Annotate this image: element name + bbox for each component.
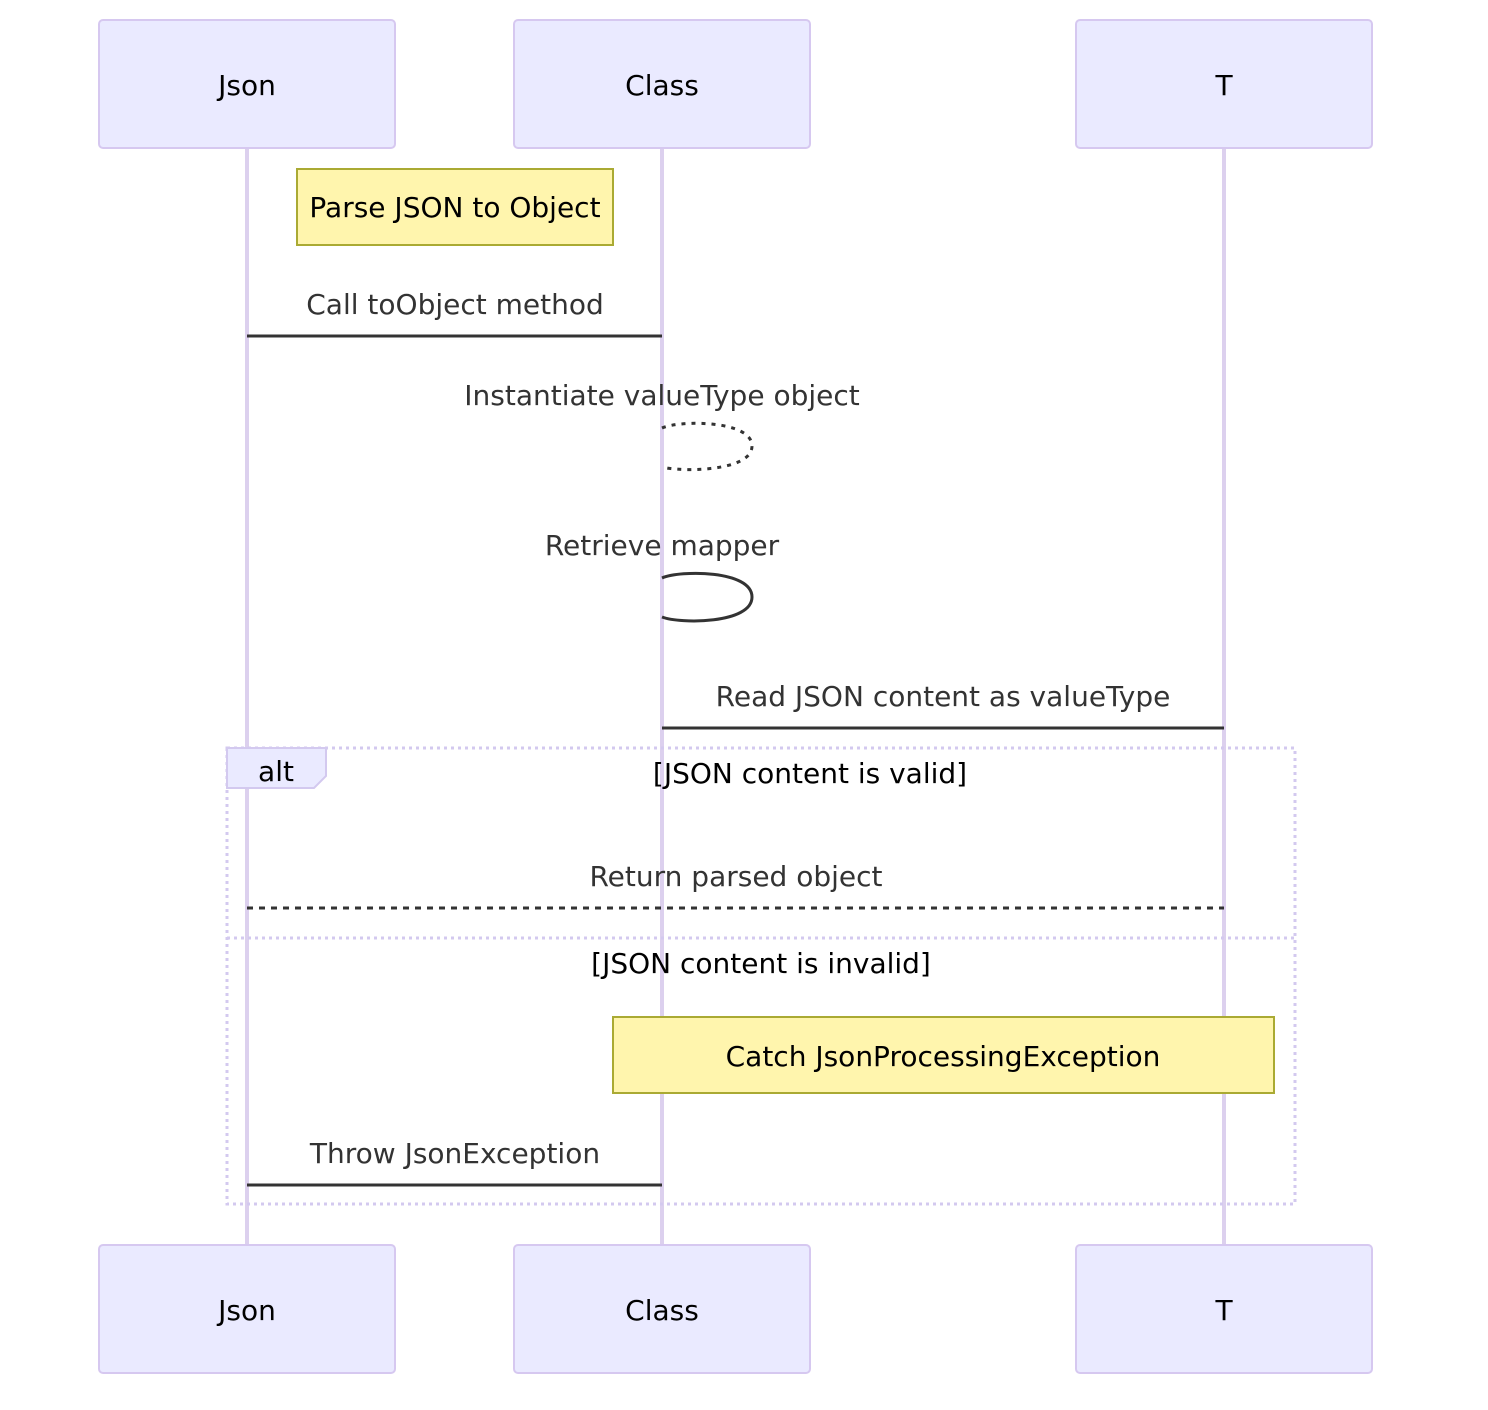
message-throw-exception: Throw JsonException	[247, 1137, 662, 1187]
alt-frame-tab	[226, 747, 327, 789]
actor-class-top: Class	[513, 19, 811, 149]
actor-t-top: T	[1075, 19, 1373, 149]
actor-class-bottom-label: Class	[625, 1294, 699, 1327]
actor-class-top-label: Class	[625, 69, 699, 102]
message-retrieve-mapper: Retrieve mapper	[545, 529, 780, 623]
message-call-to-object: Call toObject method	[247, 288, 662, 338]
actor-t-bottom: T	[1075, 1244, 1373, 1374]
message-instantiate-loop	[661, 421, 754, 472]
actor-class-bottom: Class	[513, 1244, 811, 1374]
actor-json-bottom: Json	[98, 1244, 396, 1374]
message-throw-exception-label: Throw JsonException	[309, 1137, 600, 1170]
actor-t-bottom-label: T	[1214, 1294, 1233, 1327]
note-parse-json-text: Parse JSON to Object	[309, 191, 600, 224]
message-read-json-label: Read JSON content as valueType	[716, 680, 1171, 713]
message-return-parsed-label: Return parsed object	[589, 860, 882, 893]
actor-json-bottom-label: Json	[216, 1294, 276, 1327]
alt-frame-label: alt	[258, 755, 294, 788]
message-instantiate-label: Instantiate valueType object	[464, 379, 859, 412]
actor-json-top-label: Json	[216, 69, 276, 102]
message-call-to-object-label: Call toObject method	[306, 288, 604, 321]
message-return-parsed: Return parsed object	[247, 860, 1224, 910]
alt-frame: alt [JSON content is valid] [JSON conten…	[225, 746, 1297, 1206]
message-retrieve-mapper-label: Retrieve mapper	[545, 529, 780, 562]
message-retrieve-mapper-loop	[661, 571, 754, 623]
alt-condition-valid: [JSON content is valid]	[653, 757, 967, 790]
note-parse-json: Parse JSON to Object	[296, 168, 614, 246]
message-read-json: Read JSON content as valueType	[662, 680, 1224, 730]
alt-condition-invalid: [JSON content is invalid]	[591, 947, 931, 980]
note-catch-exception: Catch JsonProcessingException	[612, 1016, 1275, 1094]
actor-t-top-label: T	[1214, 69, 1233, 102]
actor-json-top: Json	[98, 19, 396, 149]
message-instantiate: Instantiate valueType object	[464, 379, 860, 472]
alt-frame-border	[225, 746, 1297, 1206]
note-catch-exception-text: Catch JsonProcessingException	[726, 1040, 1161, 1073]
